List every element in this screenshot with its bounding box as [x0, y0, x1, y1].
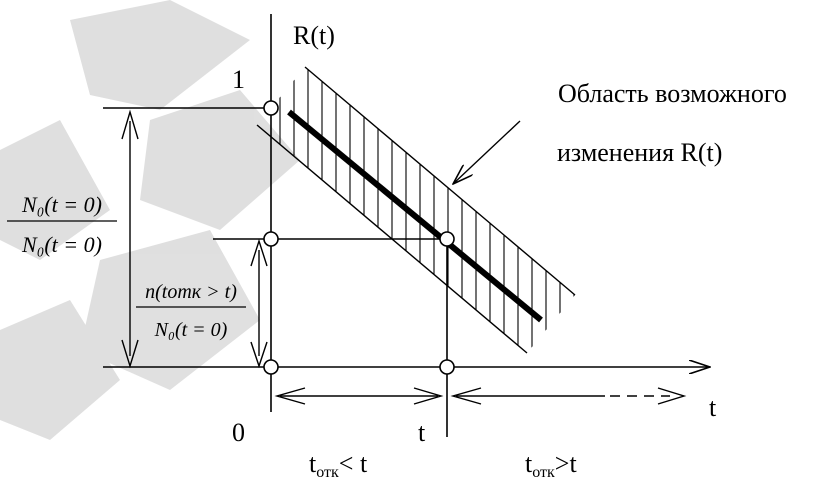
left-fraction-denominator: N₀(t = 0): [21, 232, 102, 257]
hatched-region: [256, 66, 576, 354]
after-failure-arrow-right-head: [657, 387, 687, 405]
node-intersection: [439, 231, 455, 247]
after-failure-arrow-left-head: [450, 387, 482, 405]
mid-fraction-numerator: n(tотк > t): [145, 281, 237, 303]
node-t-on-axis: [439, 359, 455, 375]
node-origin: [263, 359, 279, 375]
t-marker-label: t: [418, 418, 426, 447]
y-one-label: 1: [232, 65, 245, 94]
before-failure-arrow-left-head: [274, 387, 306, 405]
region-pointer-line: [453, 120, 521, 184]
y-axis-label: R(t): [293, 21, 335, 50]
region-label-line2: изменения R(t): [557, 138, 722, 167]
region-label-line1: Область возможного: [558, 79, 787, 108]
full-range-arrow-top-head: [121, 109, 139, 140]
bottom-left-label: tотк< t: [309, 449, 368, 479]
reliability-curve: [287, 109, 543, 323]
mid-fraction-denominator: N₀(t = 0): [154, 319, 228, 341]
survivors-arrow-bottom-head: [250, 341, 268, 369]
watermark-stamp: [0, 0, 300, 440]
x-axis-label: t: [709, 393, 717, 422]
left-fraction-numerator: N₀(t = 0): [21, 192, 102, 217]
survivors-arrow-top-head: [250, 238, 268, 267]
before-failure-arrow-right-head: [413, 387, 444, 405]
bottom-right-label: tотк>t: [525, 449, 577, 479]
full-range-arrow-bottom-head: [121, 339, 139, 369]
node-r-mid: [263, 231, 279, 247]
node-r-one: [263, 100, 279, 116]
origin-label: 0: [232, 418, 245, 447]
node-markers: [263, 100, 455, 375]
